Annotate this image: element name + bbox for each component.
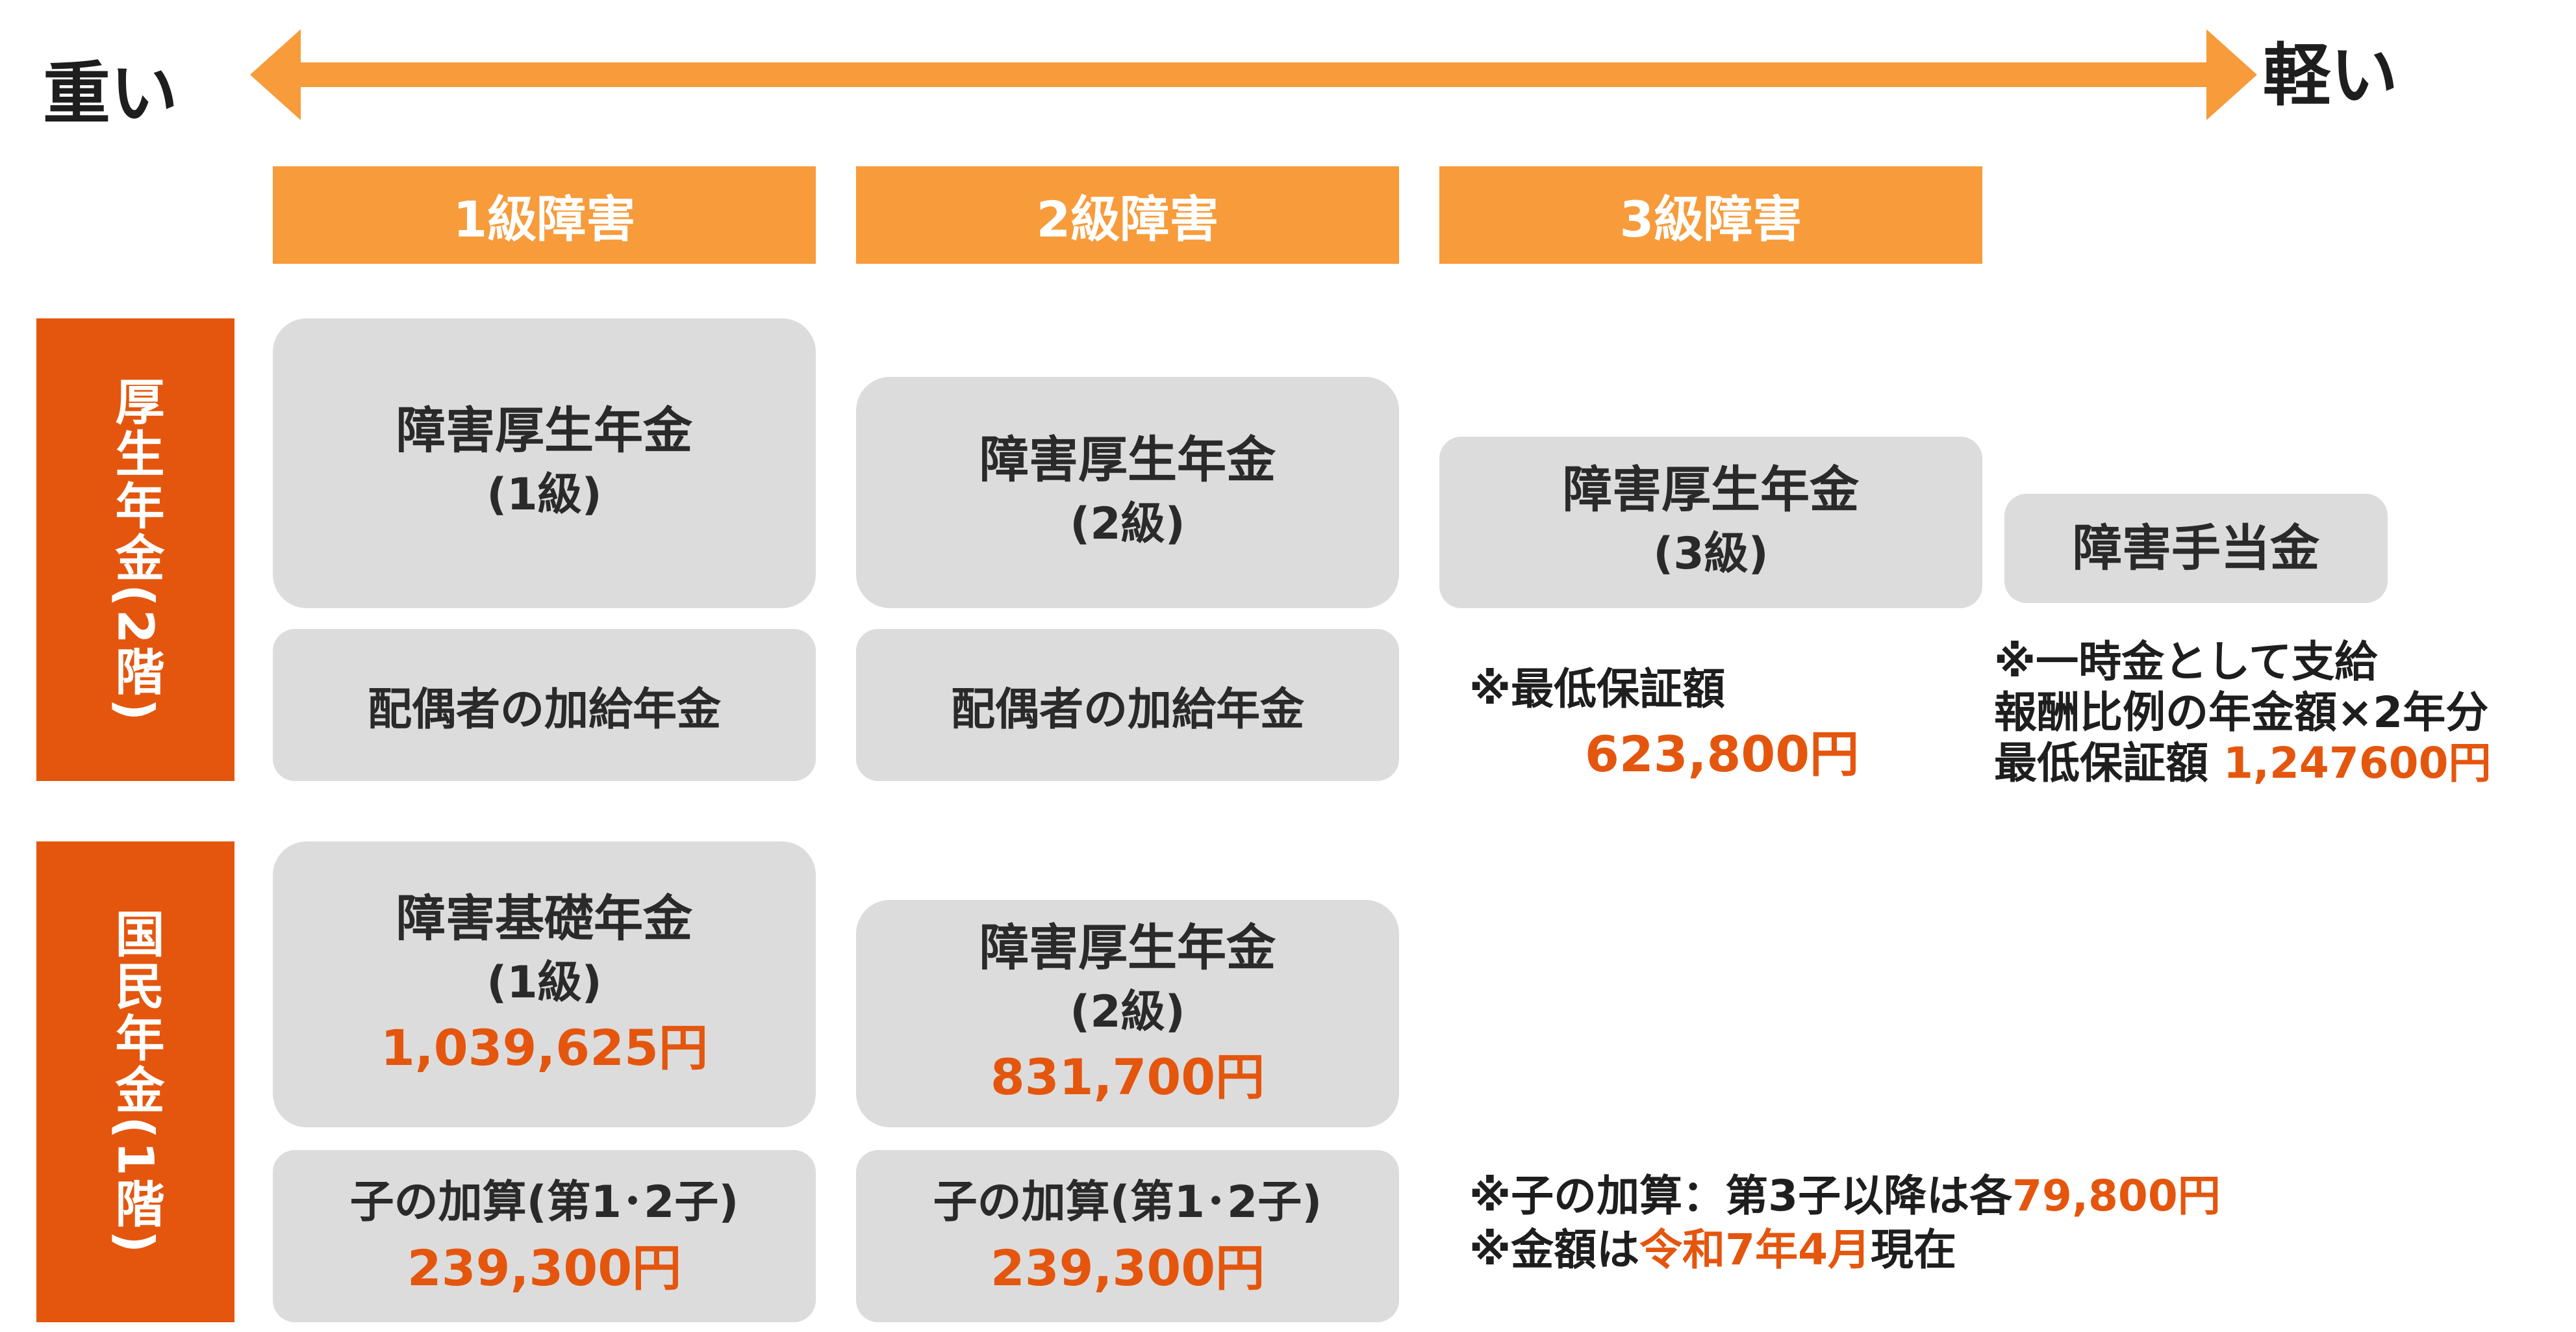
kosei-grade1-box: 障害厚生年金 (1級) xyxy=(273,318,816,608)
lump-sum-note-line1: ※一時金として支給 xyxy=(1994,637,2378,687)
spouse-bonus-box-2: 配偶者の加給年金 xyxy=(856,629,1399,781)
kosei-grade3-sub: (3級) xyxy=(1653,528,1769,580)
kosei-grade3-title: 障害厚生年金 xyxy=(1563,461,1859,519)
kokumin-grade1-box: 障害基礎年金 (1級) 1,039,625円 xyxy=(273,841,816,1127)
spouse-bonus-text-1: 配偶者の加給年金 xyxy=(367,684,721,736)
child-footnote-amount: 79,800円 xyxy=(2012,1171,2221,1221)
grade3-min-label: ※最低保証額 xyxy=(1469,664,1726,714)
lump-sum-title: 障害手当金 xyxy=(2073,519,2319,577)
tier-label-kosei-text: 厚生年金(2階) xyxy=(107,376,165,724)
kosei-grade1-title: 障害厚生年金 xyxy=(396,402,692,460)
heavy-label: 重い xyxy=(43,54,179,133)
child-addition-title-2: 子の加算(第1･2子) xyxy=(933,1176,1322,1228)
kokumin-grade1-sub: (1級) xyxy=(486,956,602,1008)
lump-sum-min-label: 最低保証額 xyxy=(1994,737,2223,788)
kokumin-grade2-box: 障害厚生年金 (2級) 831,700円 xyxy=(856,900,1399,1127)
date-footnote-value: 令和7年4月 xyxy=(1639,1224,1871,1275)
child-addition-box-2: 子の加算(第1･2子) 239,300円 xyxy=(856,1150,1399,1322)
spouse-bonus-text-2: 配偶者の加給年金 xyxy=(950,684,1304,736)
lump-sum-note: ※一時金として支給 報酬比例の年金額×2年分 最低保証額 1,247600円 xyxy=(1994,637,2492,789)
grade-header-2: 2級障害 xyxy=(856,166,1399,264)
kosei-grade1-sub: (1級) xyxy=(486,469,602,521)
severity-arrow-shape xyxy=(250,29,2257,120)
kokumin-grade2-title: 障害厚生年金 xyxy=(979,919,1276,977)
lump-sum-min-amount: 1,247600円 xyxy=(2223,737,2492,788)
tier-label-kokumin: 国民年金(1階) xyxy=(36,841,234,1322)
kokumin-grade1-title: 障害基礎年金 xyxy=(396,890,692,947)
lump-sum-note-line3: 最低保証額 1,247600円 xyxy=(1994,738,2492,789)
kokumin-grade1-amount: 1,039,625円 xyxy=(381,1019,708,1077)
kokumin-grade2-sub: (2級) xyxy=(1070,986,1185,1038)
tier-label-kokumin-text: 国民年金(1階) xyxy=(107,908,165,1256)
child-footnote: ※子の加算：第3子以降は各79,800円 xyxy=(1469,1170,2221,1223)
footnotes: ※子の加算：第3子以降は各79,800円 ※金額は令和7年4月現在 xyxy=(1469,1170,2221,1277)
kosei-grade2-box: 障害厚生年金 (2級) xyxy=(856,377,1399,608)
date-footnote: ※金額は令和7年4月現在 xyxy=(1469,1223,2221,1277)
light-label: 軽い xyxy=(2263,36,2399,115)
tier-label-kosei: 厚生年金(2階) xyxy=(36,318,234,781)
kokumin-grade2-amount: 831,700円 xyxy=(990,1048,1265,1107)
date-footnote-prefix: ※金額は xyxy=(1469,1224,1640,1275)
kosei-grade2-sub: (2級) xyxy=(1070,498,1185,550)
lump-sum-note-line2: 報酬比例の年金額×2年分 xyxy=(1994,687,2489,737)
child-footnote-prefix: ※子の加算：第3子以降は各 xyxy=(1469,1171,2013,1221)
date-footnote-suffix: 現在 xyxy=(1871,1224,1957,1275)
child-addition-box-1: 子の加算(第1･2子) 239,300円 xyxy=(273,1150,816,1322)
kosei-grade3-box: 障害厚生年金 (3級) xyxy=(1439,437,1982,608)
spouse-bonus-box-1: 配偶者の加給年金 xyxy=(273,629,816,781)
grade-header-3: 3級障害 xyxy=(1439,166,1982,264)
lump-sum-box: 障害手当金 xyxy=(2004,494,2388,603)
child-addition-amount-1: 239,300円 xyxy=(407,1238,682,1297)
grade3-min-amount: 623,800円 xyxy=(1585,725,1860,783)
grade-header-1: 1級障害 xyxy=(273,166,816,264)
child-addition-title-1: 子の加算(第1･2子) xyxy=(349,1176,739,1228)
severity-arrow xyxy=(250,29,2257,120)
kosei-grade2-title: 障害厚生年金 xyxy=(979,431,1276,489)
child-addition-amount-2: 239,300円 xyxy=(990,1238,1265,1297)
